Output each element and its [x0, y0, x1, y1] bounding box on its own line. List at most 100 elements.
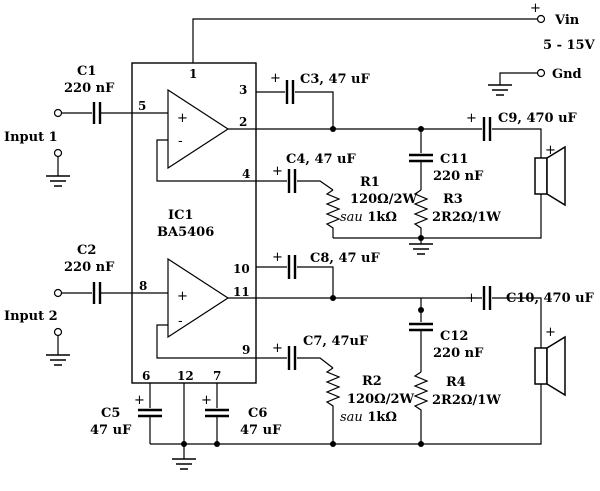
gnd-label: Gnd: [552, 67, 582, 82]
c6-value-label: 47 uF: [240, 423, 282, 438]
c2-value-label: 220 nF: [64, 260, 115, 275]
r4-resistor-icon: [413, 371, 429, 444]
c12-ref-label: C12: [440, 329, 468, 344]
c6-capacitor-icon: [205, 408, 229, 418]
c9-capacitor-icon: [482, 117, 492, 141]
pin-3-label: 3: [239, 83, 247, 97]
input-1-ground-terminal: [53, 148, 63, 158]
pin-5-label: 5: [138, 99, 146, 113]
r3-ref-label: R3: [443, 192, 463, 207]
ground-junction-a: [181, 441, 187, 447]
c2-capacitor-icon: [92, 282, 102, 304]
output-2-wire: [256, 297, 542, 348]
c11-ref-label: C11: [440, 152, 468, 167]
main-ground-icon: [172, 458, 196, 470]
c5-plus-sign: +: [134, 393, 145, 408]
c4-wire: [256, 180, 334, 191]
ic1-ref-label: IC1: [168, 208, 193, 223]
pin-12-label: 12: [177, 369, 194, 383]
c8-plus-sign: +: [272, 250, 283, 265]
c3-wire: [256, 91, 334, 129]
input-1-label: Input 1: [4, 130, 58, 145]
c7-capacitor-icon: [287, 346, 297, 370]
channel-2-output: + C8, 47 uF + C10, 470 uF + C12 220 nF: [256, 250, 595, 445]
vin-label: Vin: [554, 13, 580, 28]
pin-7-label: 7: [213, 369, 221, 383]
r3-value-label: 2R2Ω/1W: [432, 210, 501, 225]
ground-junction-b: [214, 441, 220, 447]
input-2-terminal: [53, 288, 63, 298]
vin-plus-sign: +: [530, 1, 541, 16]
output-2-junction-a: [330, 295, 336, 301]
opamp-1-icon: [167, 88, 230, 170]
speaker-1-return-wire: [421, 194, 542, 239]
c4-label: C4, 47 uF: [286, 152, 357, 167]
r2-alt-label: sau 1kΩ: [340, 410, 397, 425]
r3-resistor-icon: [413, 189, 429, 238]
c8-label: C8, 47 uF: [310, 251, 381, 266]
c12-capacitor-icon: [409, 322, 433, 332]
output-1-wire: [256, 128, 542, 158]
ground-junction-d: [418, 441, 424, 447]
c4-capacitor-icon: [287, 169, 297, 193]
c8-wire: [256, 266, 334, 298]
bottom-ground-section: + C5 47 uF + C6 47 uF: [90, 383, 424, 470]
channel-1-output: + C3, 47 uF + C9, 470 uF + + C4, 47 uF R: [256, 71, 578, 255]
opamp-1-plus: +: [177, 111, 188, 126]
channel-1-ground-icon: [409, 243, 433, 255]
c7-label: C7, 47uF: [303, 334, 369, 349]
opamp-2-plus: +: [177, 289, 188, 304]
input-2-ground-terminal: [53, 327, 63, 337]
r2-resistor-icon: [325, 367, 341, 444]
ic1-package: [131, 62, 257, 384]
input-2-ground-icon: [46, 354, 70, 366]
speaker-1-plus-sign: +: [545, 143, 556, 158]
opamp-2-minus: -: [178, 314, 183, 329]
c5-value-label: 47 uF: [90, 423, 132, 438]
vin-terminal: [536, 14, 546, 24]
c5-capacitor-icon: [138, 408, 162, 418]
speaker-2-plus-sign: +: [545, 325, 556, 340]
ic-internal-wires: [132, 112, 256, 359]
channel-1-ground-bus: [333, 237, 422, 244]
r1-ref-label: R1: [360, 175, 380, 190]
supply-ground-icon: [488, 84, 512, 96]
c4-plus-sign: +: [272, 164, 283, 179]
r2-ref-label: R2: [362, 374, 382, 389]
gnd-terminal: [536, 68, 546, 78]
c12-value-label: 220 nF: [433, 346, 484, 361]
c7-plus-sign: +: [272, 341, 283, 356]
vin-wire: [192, 18, 537, 63]
output-2-junction-b: [418, 307, 424, 313]
output-1-junction-a: [330, 126, 336, 132]
ic1-ba5406: IC1 BA5406 + - + - 1 2 3 4 5 6 7 8 9 10 …: [131, 62, 257, 384]
gnd-wire: [499, 72, 537, 85]
c2-ref-label: C2: [77, 243, 96, 258]
pin-9-label: 9: [242, 343, 250, 357]
opamp-1-minus: -: [178, 134, 183, 149]
input-1-section: Input 1 C1 220 nF: [4, 64, 132, 187]
pin-10-label: 10: [233, 262, 250, 276]
ground-junction-c: [330, 441, 336, 447]
speaker-2-return-wire: [421, 384, 542, 445]
input-1-terminal: [53, 108, 63, 118]
channel-1-ground-junction: [418, 235, 424, 241]
c11-value-label: 220 nF: [433, 169, 484, 184]
r2-value-label: 120Ω/2W: [347, 392, 415, 407]
pin-11-label: 11: [233, 285, 250, 299]
input-2-label: Input 2: [4, 309, 58, 324]
input-2-section: Input 2 C2 220 nF: [4, 243, 132, 366]
c7-wire: [256, 357, 334, 369]
pin-8-label: 8: [139, 279, 147, 293]
c5-ref-label: C5: [101, 406, 120, 421]
r1-alt-label: sau 1kΩ: [340, 210, 397, 225]
c9-label: C9, 470 uF: [498, 111, 578, 126]
r4-ref-label: R4: [446, 375, 466, 390]
supply-range-label: 5 - 15V: [543, 38, 596, 53]
r1-value-label: 120Ω/2W: [350, 192, 418, 207]
c6-ref-label: C6: [248, 406, 267, 421]
c1-capacitor-icon: [92, 102, 102, 124]
c8-capacitor-icon: [287, 255, 297, 279]
pin-2-label: 2: [239, 115, 247, 129]
